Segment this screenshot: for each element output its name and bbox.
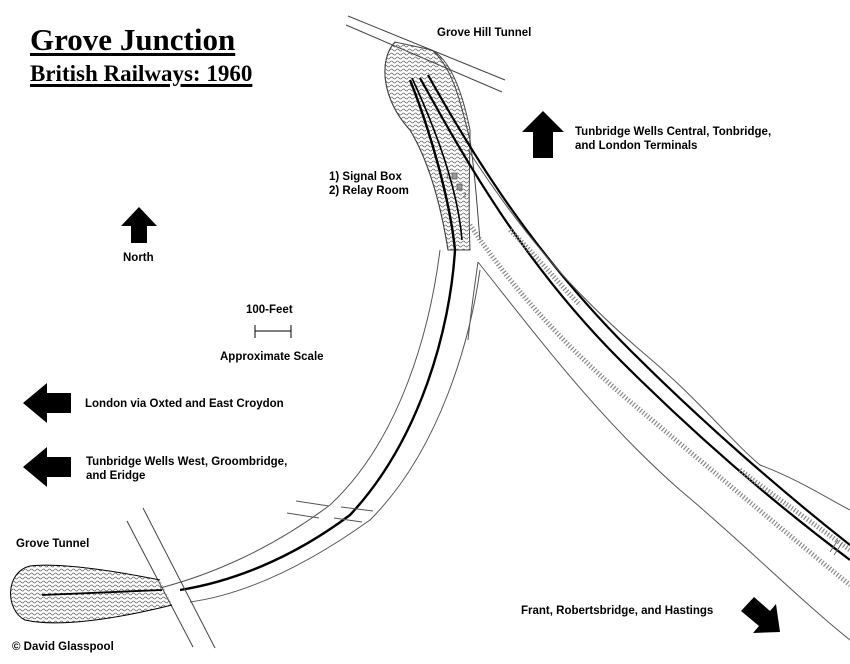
north-label: North — [123, 252, 154, 264]
destination-line: Tunbridge Wells West, Groombridge, — [86, 456, 288, 468]
up-arrow-icon — [522, 111, 564, 158]
scale-bar — [254, 325, 292, 338]
destination-hastings: Frant, Robertsbridge, and Hastings — [521, 604, 713, 618]
destination-up-central: Tunbridge Wells Central, Tonbridge, and … — [575, 125, 771, 153]
north-arrow-icon — [121, 207, 157, 243]
scale-caption: Approximate Scale — [220, 351, 324, 363]
destination-line: and London Terminals — [575, 140, 698, 152]
eastern-line — [419, 74, 850, 641]
destination-line: and Eridge — [86, 470, 146, 482]
destination-london-oxted: London via Oxted and East Croydon — [85, 397, 284, 411]
footpath-crossing — [286, 500, 374, 523]
relay-room-number: 2 — [463, 193, 467, 199]
grove-hill-tunnel-label: Grove Hill Tunnel — [437, 27, 532, 39]
destination-line: Frant, Robertsbridge, and Hastings — [521, 605, 714, 617]
signal-box-number: 1 — [446, 174, 450, 180]
destination-line: London via Oxted and East Croydon — [85, 398, 284, 410]
map-subtitle: British Railways: 1960 — [30, 61, 253, 86]
western-line — [159, 77, 481, 603]
destination-twells-west: Tunbridge Wells West, Groombridge, and E… — [86, 455, 287, 483]
map-title: Grove Junction — [30, 22, 236, 57]
destination-line: Tunbridge Wells Central, Tonbridge, — [575, 126, 772, 138]
down-right-arrow-icon — [741, 597, 780, 633]
scale-distance-label: 100-Feet — [246, 304, 293, 316]
copyright-notice: © David Glasspool — [12, 641, 114, 653]
signal-box-legend: 1) Signal Box — [329, 171, 402, 183]
grove-tunnel-cutting — [10, 564, 173, 624]
grove-tunnel-label: Grove Tunnel — [16, 538, 90, 550]
left-arrow-icon — [23, 383, 71, 423]
relay-room-marker — [456, 183, 463, 191]
relay-room-legend: 2) Relay Room — [329, 185, 409, 197]
grove-hill-tunnel-cutting — [384, 41, 481, 251]
signal-box-marker — [451, 172, 458, 180]
building-legend: 1) Signal Box 2) Relay Room — [329, 170, 409, 198]
left-arrow-icon — [23, 447, 71, 487]
